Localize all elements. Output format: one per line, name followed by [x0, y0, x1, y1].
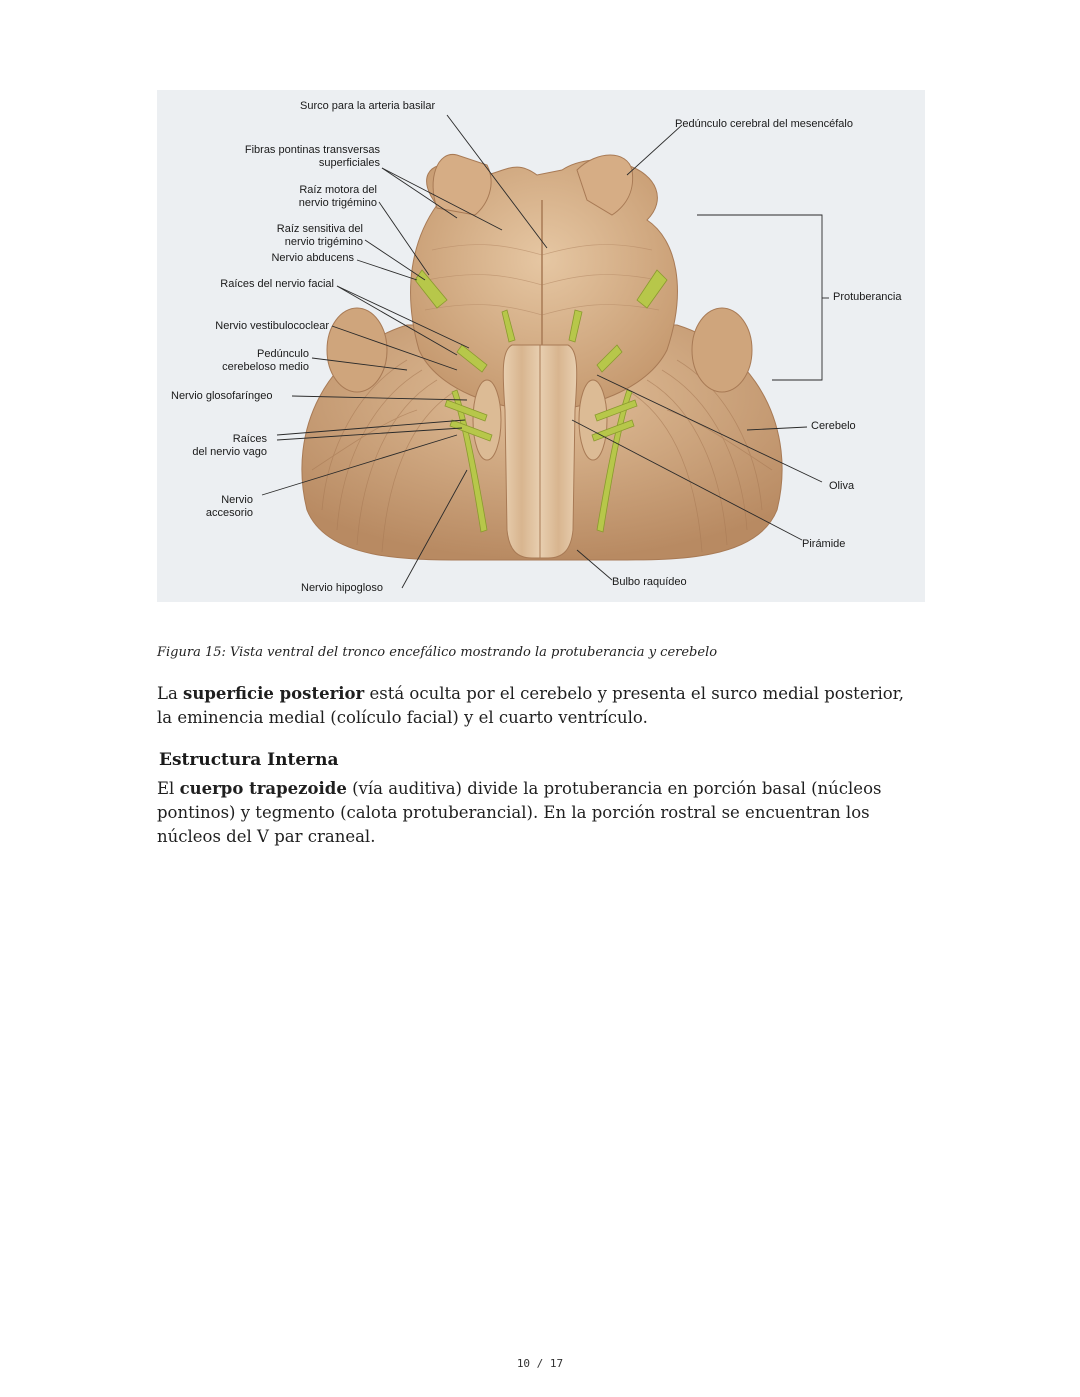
figure-caption: Figura 15: Vista ventral del tronco ence… [157, 645, 718, 660]
paragraph-superficie-posterior: La superficie posterior está oculta por … [157, 682, 917, 730]
label-nervio-accesorio-1: Nervio [221, 494, 253, 506]
label-raiz-sensitiva-1: Raíz sensitiva del [276, 223, 363, 235]
label-nervio-abducens: Nervio abducens [271, 252, 354, 264]
label-raiz-motora-1: Raíz motora del [299, 184, 377, 196]
cranial-nerves-shape [414, 269, 668, 533]
label-fibras-pontinas-1: Fibras pontinas transversas [244, 144, 380, 156]
para1-text-start: La [157, 684, 184, 703]
left-peduncle-shape [432, 154, 492, 216]
medulla-shape [472, 344, 608, 559]
label-raices-nervio-facial: Raíces del nervio facial [220, 278, 334, 290]
page-number: 10 / 17 [516, 1357, 564, 1370]
label-oliva: Oliva [829, 480, 855, 492]
section-heading: Estructura Interna [159, 750, 339, 770]
label-protuberancia: Protuberancia [833, 291, 902, 303]
label-raiz-sensitiva-2: nervio trigémino [284, 236, 363, 248]
leader-lines [261, 114, 829, 589]
label-fibras-pontinas-2: superficiales [318, 157, 380, 169]
brainstem-illustration [261, 114, 829, 589]
label-bulbo-raquideo: Bulbo raquídeo [612, 576, 687, 588]
para1-bold-term: superficie posterior [183, 684, 365, 703]
label-raices-vago-1: Raíces [232, 433, 267, 445]
para1-text-end: está oculta por el cerebelo y presenta e… [157, 684, 904, 727]
brainstem-figure: Surco para la arteria basilar Pedúnculo … [157, 90, 925, 602]
label-raices-vago-2: del nervio vago [192, 446, 267, 458]
pons-shape [410, 159, 678, 411]
label-nervio-hipogloso: Nervio hipogloso [301, 582, 383, 594]
label-pedunculo-medio-2: cerebeloso medio [222, 361, 309, 373]
label-piramide: Pirámide [802, 538, 846, 550]
label-nervio-glosofaringeo: Nervio glosofaríngeo [171, 390, 273, 402]
para2-bold-term: cuerpo trapezoide [179, 779, 347, 798]
label-raiz-motora-2: nervio trigémino [298, 197, 377, 209]
label-pedunculo-cerebral: Pedúnculo cerebral del mesencéfalo [675, 118, 853, 130]
label-surco-arteria-basilar: Surco para la arteria basilar [300, 100, 436, 112]
label-nervio-vestibulococlear: Nervio vestibulococlear [215, 320, 329, 332]
para2-text-start: El [157, 779, 180, 798]
label-cerebelo: Cerebelo [811, 420, 856, 432]
label-nervio-accesorio-2: accesorio [205, 507, 253, 519]
para2-text-end: (vía auditiva) divide la protuberancia e… [157, 779, 882, 846]
paragraph-estructura-interna: El cuerpo trapezoide (vía auditiva) divi… [157, 777, 917, 849]
label-pedunculo-medio-1: Pedúnculo [257, 348, 309, 360]
